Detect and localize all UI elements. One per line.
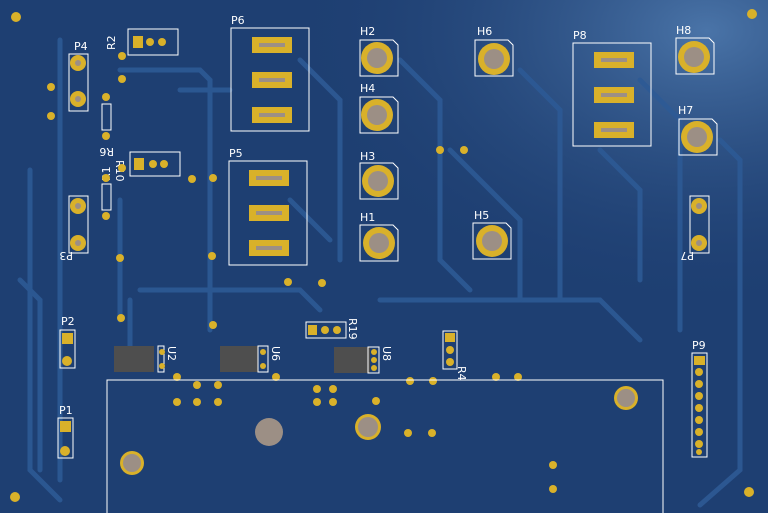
- label-r19: R19: [346, 318, 359, 340]
- ic-u6: [220, 345, 269, 373]
- label-r2: R2: [105, 35, 118, 50]
- label-h7: H7: [678, 104, 693, 117]
- hole-h4: [359, 96, 399, 134]
- vias: [10, 9, 757, 502]
- label-r6: R6: [99, 145, 114, 158]
- label-h3: H3: [360, 150, 375, 163]
- hole-h8: [675, 37, 715, 75]
- ic-u8: [334, 346, 380, 374]
- label-p9: P9: [692, 339, 706, 352]
- label-p2: P2: [61, 315, 75, 328]
- copper-traces: [17, 37, 743, 508]
- label-p4: P4: [74, 40, 88, 53]
- connector-p6: [230, 27, 310, 132]
- hole-h7: [678, 118, 718, 156]
- connector-p5: [228, 160, 308, 266]
- hole-h2: [359, 39, 399, 77]
- resistor-r19: [305, 321, 347, 339]
- label-p5: P5: [229, 147, 243, 160]
- resistor-r6: [101, 103, 112, 131]
- connector-p1: [57, 417, 74, 459]
- module-mount-holes: [120, 386, 638, 475]
- label-r4: R4: [455, 366, 468, 381]
- module-outline: [106, 379, 664, 513]
- label-p1: P1: [59, 404, 73, 417]
- connector-p4: [68, 53, 89, 112]
- label-h8: H8: [676, 24, 691, 37]
- connector-p3: [68, 195, 89, 254]
- connector-p7: [689, 195, 710, 254]
- hole-h5: [472, 222, 512, 260]
- label-h5: H5: [474, 209, 489, 222]
- connector-p8: [572, 42, 652, 147]
- label-h1: H1: [360, 211, 375, 224]
- hole-h3: [359, 162, 399, 200]
- label-p8: P8: [573, 29, 587, 42]
- hole-h1: [359, 224, 399, 262]
- resistor-r1: [101, 183, 112, 211]
- label-p6: P6: [231, 14, 245, 27]
- resistor-r2: [127, 28, 179, 56]
- hole-h6: [474, 39, 514, 77]
- connector-p9: [691, 352, 708, 458]
- label-p7: P7: [680, 249, 694, 262]
- connector-p2: [59, 329, 76, 369]
- label-u6: U6: [269, 346, 282, 361]
- label-h6: H6: [477, 25, 492, 38]
- label-p3: P3: [59, 249, 73, 262]
- label-u8: U8: [380, 346, 393, 361]
- label-h2: H2: [360, 25, 375, 38]
- label-u2: U2: [165, 346, 178, 361]
- ic-u2: [114, 345, 165, 373]
- label-h4: H4: [360, 82, 375, 95]
- resistor-r4: [442, 330, 458, 370]
- resistor-r10: [129, 151, 181, 177]
